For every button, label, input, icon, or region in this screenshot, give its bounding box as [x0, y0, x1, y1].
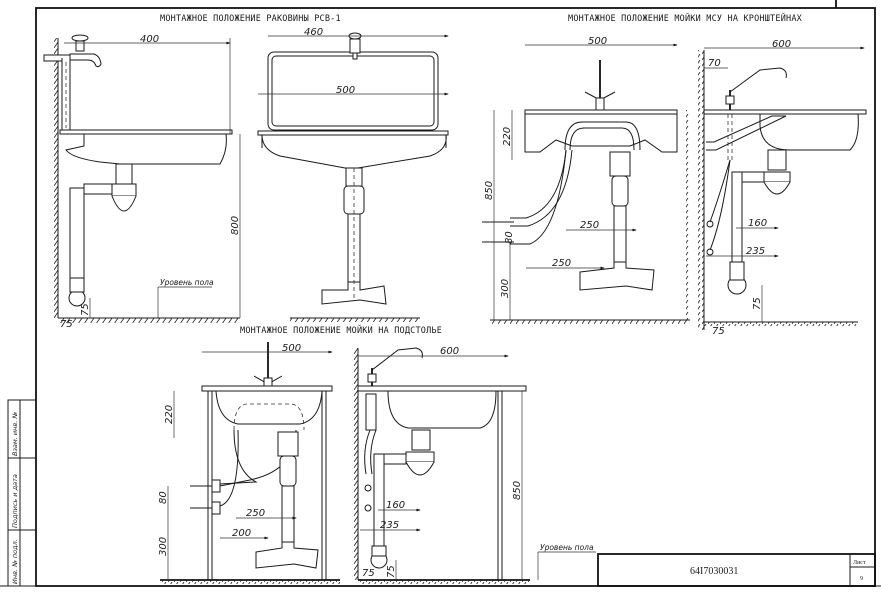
- stamp-field-signature: Подпись и дата: [11, 474, 19, 528]
- dim-sink-brackets-height: 850: [484, 181, 495, 200]
- tap-icon: [725, 67, 787, 110]
- floor-level-label-cabinet: Уровень пола: [540, 543, 594, 552]
- sink-cabinet-side-view: 600 850 160 235 75 75 Уровень пола: [352, 346, 596, 584]
- dim-washbasin-height: 800: [230, 216, 241, 235]
- dim-sink-brackets-depth: 220: [502, 127, 513, 146]
- mixer-tap-icon: [584, 60, 616, 111]
- dim-sink-cabinet-side-width: 600: [440, 346, 459, 357]
- dim-sink-cabinet-wall-offset: 75: [362, 568, 375, 579]
- dim-bracket-width: 460: [304, 27, 323, 38]
- dim-sink-cabinet-inlet-height: 300: [158, 537, 169, 556]
- dim-sink-brackets-width: 500: [588, 36, 607, 47]
- sink-cabinet-front-view: 500 220 80 300 250 200: [158, 342, 340, 584]
- title-block: 64I7030031 Лист 9: [597, 553, 876, 587]
- dim-sink-cabinet-offset-250: 250: [246, 508, 265, 519]
- dim-sink-cabinet-drain-height: 75: [386, 565, 397, 578]
- dim-bowl-width: 500: [336, 85, 355, 96]
- stamp-field-inventory: Инв. № подл.: [11, 539, 19, 584]
- document-code: 64I7030031: [690, 566, 738, 577]
- mixer-tap-icon: [253, 342, 283, 387]
- stamp-field-replacement: Взам. инв. №: [11, 412, 19, 456]
- dim-sink-brackets-side-width: 600: [772, 39, 791, 50]
- section-title-washbasin: МОНТАЖНОЕ ПОЛОЖЕНИЕ РАКОВИНЫ РСВ-1: [160, 14, 341, 24]
- dim-washbasin-drain-height: 75: [80, 303, 91, 316]
- floor-level-label: Уровень пола: [160, 278, 214, 287]
- dim-sink-brackets-pipe-spacing: 80: [504, 231, 515, 244]
- tap-icon: [367, 347, 423, 386]
- dim-sink-cabinet-pipe-spacing: 80: [158, 491, 169, 504]
- sink-brackets-front-view: 500 220 850 80 300 250 250: [482, 36, 690, 324]
- section-title-sink-brackets: МОНТАЖНОЕ ПОЛОЖЕНИЕ МОЙКИ МСУ НА КРОНШТЕ…: [568, 12, 803, 24]
- dim-tap-offset: 70: [708, 58, 721, 69]
- washbasin-side-view: 400 800 75 75 Уровень пола: [43, 34, 241, 330]
- dim-sink-brackets-offset-235: 235: [746, 246, 765, 257]
- dim-sink-brackets-inlet-height: 300: [500, 279, 511, 298]
- dim-sink-brackets-drain-height: 75: [752, 297, 763, 310]
- dim-sink-cabinet-offset-235: 235: [380, 520, 399, 531]
- dim-sink-cabinet-offset-160: 160: [386, 500, 405, 511]
- sheet-number: 9: [860, 576, 863, 582]
- dim-washbasin-wall-offset: 75: [60, 319, 73, 330]
- dim-sink-cabinet-depth: 220: [164, 405, 175, 424]
- dim-sink-cabinet-height: 850: [512, 481, 523, 500]
- dim-sink-brackets-offset-1: 250: [580, 220, 599, 231]
- sink-brackets-side-view: 600 70 160 235 75 75: [698, 39, 867, 337]
- washbasin-front-view: 460 500: [257, 27, 449, 322]
- sheet-label: Лист: [853, 560, 866, 566]
- section-title-sink-cabinet: МОНТАЖНОЕ ПОЛОЖЕНИЕ МОЙКИ НА ПОДСТОЛЬЕ: [240, 324, 442, 336]
- dim-sink-cabinet-width: 500: [282, 343, 301, 354]
- dim-sink-brackets-offset-2: 250: [552, 258, 571, 269]
- dim-sink-brackets-offset-160: 160: [748, 218, 767, 229]
- side-stamp: Взам. инв. № Подпись и дата Инв. № подл.: [7, 399, 37, 587]
- dim-washbasin-width: 400: [140, 34, 159, 45]
- dim-sink-brackets-wall-offset: 75: [712, 326, 725, 337]
- dim-sink-cabinet-offset-200: 200: [232, 528, 251, 539]
